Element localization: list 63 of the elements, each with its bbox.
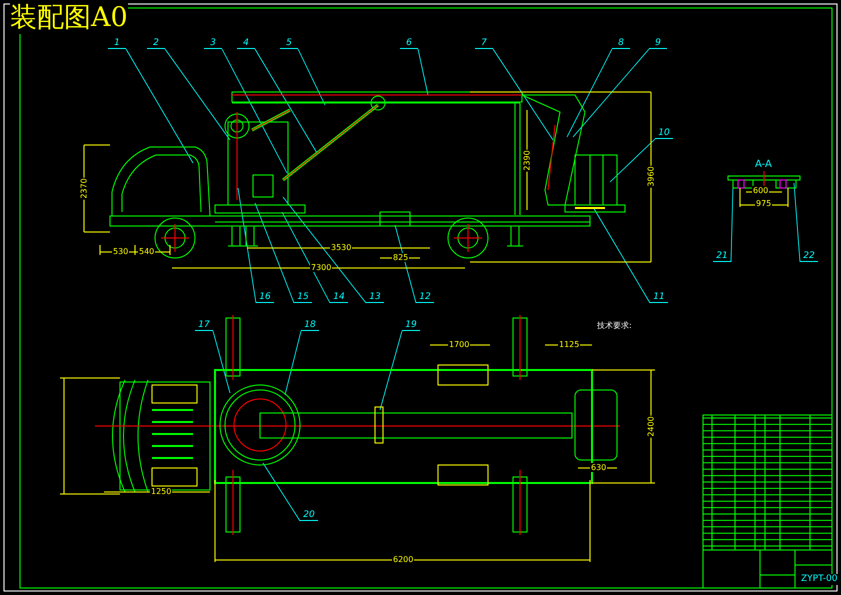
dimension-label: 630 xyxy=(590,463,608,472)
callout-number: 1 xyxy=(108,38,126,49)
leader-line xyxy=(592,206,650,304)
section-label: A-A xyxy=(754,159,773,171)
dimension-label: 530 xyxy=(112,247,130,256)
callout-number: 17 xyxy=(195,320,213,331)
dimension-label: 3960 xyxy=(646,164,656,188)
callout-number: 4 xyxy=(237,38,255,49)
dimension-label: 540 xyxy=(138,247,156,256)
callout-number: 18 xyxy=(301,320,319,331)
dimension-label: 3530 xyxy=(330,243,352,252)
leader-line xyxy=(238,188,256,304)
dimension-label: 7300 xyxy=(310,263,332,272)
callout-number: 20 xyxy=(300,510,318,521)
leader-line xyxy=(610,138,656,182)
drawing-title: 装配图A0 xyxy=(10,2,128,34)
leader-line xyxy=(794,182,800,262)
callout-number: 2 xyxy=(147,38,165,49)
leader-line xyxy=(418,48,428,96)
callout-number: 10 xyxy=(655,128,673,139)
leader-line xyxy=(282,212,330,304)
leader-line xyxy=(492,48,554,140)
leader-line xyxy=(222,48,288,174)
leader-line xyxy=(212,330,230,394)
leader-line xyxy=(284,330,302,396)
callout-number: 16 xyxy=(256,292,274,303)
callout-number: 14 xyxy=(330,292,348,303)
callout-number: 15 xyxy=(294,292,312,303)
dimension-label: 2390 xyxy=(522,148,532,172)
callout-number: 22 xyxy=(800,251,818,262)
callout-number: 9 xyxy=(649,38,667,49)
leader-line xyxy=(282,196,366,304)
dimension-label: 6200 xyxy=(392,555,414,564)
leader-line xyxy=(254,48,318,154)
callout-number: 19 xyxy=(402,320,420,331)
dimension-label: 1250 xyxy=(150,487,172,496)
dimension-label: 2400 xyxy=(646,414,656,438)
leader-line xyxy=(380,330,402,410)
leader-line xyxy=(126,48,194,164)
leader-line xyxy=(572,48,650,138)
callout-number: 6 xyxy=(400,38,418,49)
leader-line xyxy=(254,202,294,304)
callout-number: 11 xyxy=(650,292,668,303)
callout-number: 8 xyxy=(612,38,630,49)
callout-number: 13 xyxy=(366,292,384,303)
leader-line xyxy=(298,48,326,106)
leader-line xyxy=(566,48,612,138)
leader-line xyxy=(394,224,416,304)
dimension-label: 600 xyxy=(752,186,770,195)
leader-line xyxy=(164,48,230,140)
callout-number: 7 xyxy=(475,38,493,49)
callout-number: 21 xyxy=(713,251,731,262)
callout-number: 5 xyxy=(280,38,298,49)
dimension-label: 975 xyxy=(755,199,772,208)
notes-heading: 技术要求: xyxy=(596,321,633,331)
dimension-label: 2370 xyxy=(80,176,89,200)
callout-number: 12 xyxy=(416,292,434,303)
dimension-label: 1700 xyxy=(448,340,470,349)
leader-line xyxy=(262,462,300,522)
dimension-label: 1125 xyxy=(558,340,580,349)
dimension-label: 825 xyxy=(392,253,410,262)
callout-number: 3 xyxy=(204,38,222,49)
drawing-number: ZYPT-00 xyxy=(800,574,838,585)
